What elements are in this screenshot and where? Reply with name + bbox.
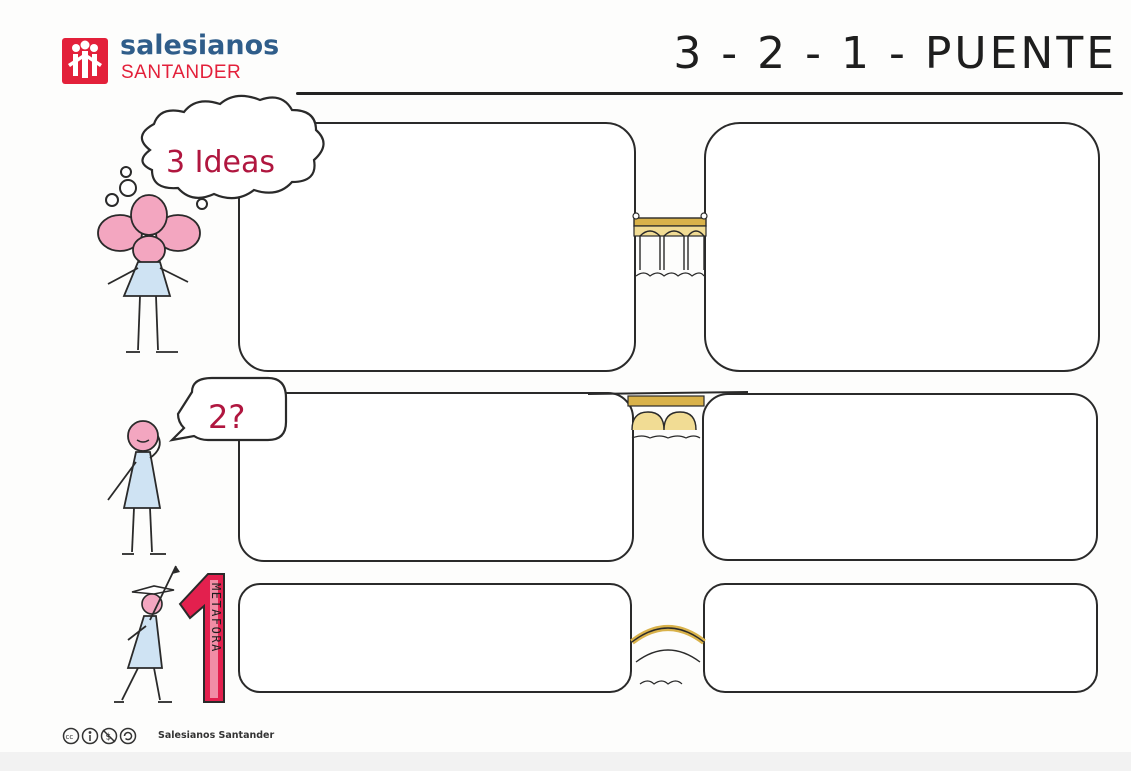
figure-metaphor-icon [114, 566, 180, 702]
metaphor-vertical-label: METAFORA [209, 583, 223, 653]
questions-bubble-text: 2? [208, 398, 245, 436]
bridge-row1-icon [633, 213, 707, 276]
bridge-row3-icon [632, 628, 704, 684]
cc-icon: cc [64, 729, 79, 744]
svg-text:cc: cc [66, 733, 74, 741]
figure-questions-icon [108, 421, 166, 554]
sa-icon [121, 729, 136, 744]
by-icon [83, 729, 98, 744]
ideas-bubble-text: 3 Ideas [166, 145, 275, 180]
nc-icon: $ [102, 729, 117, 744]
figure-ideas-icon [98, 195, 200, 352]
cc-license-icons: cc $ [62, 726, 152, 746]
footer-credit: Salesianos Santander [158, 730, 274, 741]
bridge-row2-icon [588, 392, 748, 438]
bottom-band [0, 752, 1131, 771]
